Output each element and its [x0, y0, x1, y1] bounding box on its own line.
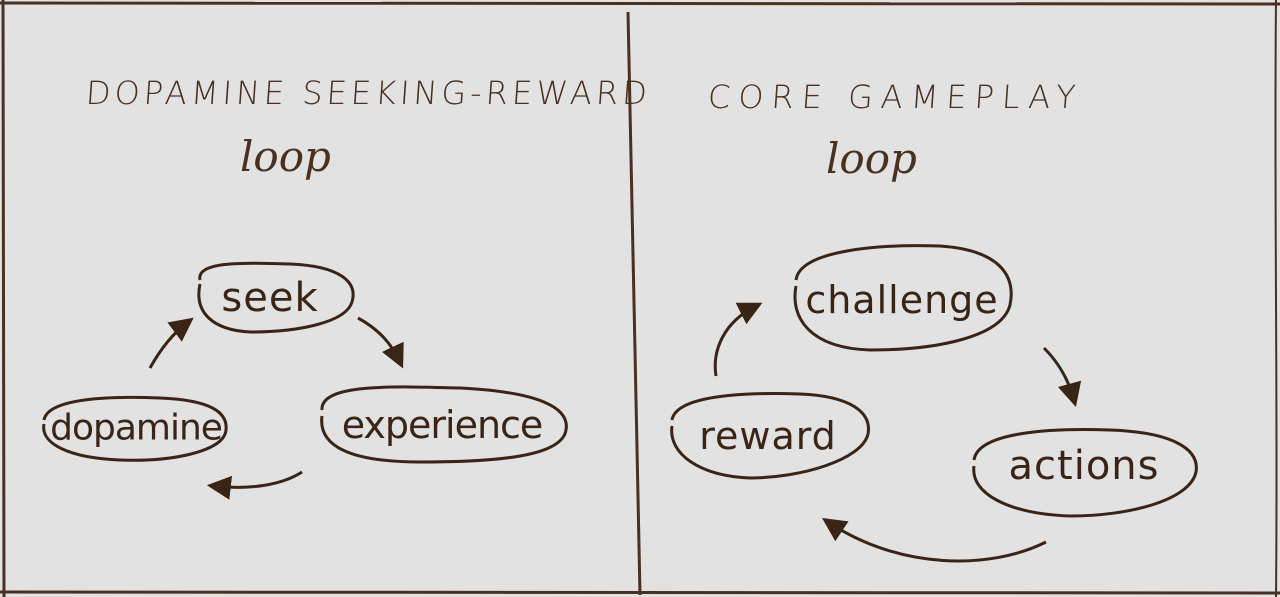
node-dopamine: dopamine: [50, 407, 223, 449]
ellipse-actions: [972, 428, 1198, 518]
arrow-actions-to-reward: [822, 518, 1047, 563]
left-title-script: loop: [240, 132, 331, 181]
node-actions: actions: [1008, 443, 1160, 489]
left-border: [1, 0, 6, 597]
ellipse-reward: [670, 392, 870, 480]
ellipse-dopamine: [42, 395, 228, 462]
arrow-reward-to-challenge: [713, 302, 763, 377]
ellipse-challenge: [793, 244, 1013, 352]
right-title-script: loop: [826, 134, 917, 183]
arrow-seek-to-experience: [357, 316, 404, 369]
arrow-dopamine-to-seek: [148, 317, 194, 369]
node-reward: reward: [699, 414, 837, 458]
right-title-caps: CORE GAMEPLAY: [706, 78, 1085, 116]
node-seek: seek: [221, 275, 319, 321]
left-title-caps: DOPAMINE SEEKING-REWARD: [84, 74, 653, 112]
panel-divider: [626, 11, 642, 596]
arrow-experience-to-dopamine: [206, 470, 303, 500]
bottom-border: [0, 590, 1280, 595]
top-border: [0, 1, 1280, 6]
ellipse-experience: [320, 385, 568, 464]
node-challenge: challenge: [805, 278, 999, 322]
right-border: [1274, 0, 1278, 597]
node-experience: experience: [341, 403, 544, 447]
arrow-challenge-to-actions: [1042, 346, 1082, 407]
ellipse-seek: [197, 261, 355, 334]
